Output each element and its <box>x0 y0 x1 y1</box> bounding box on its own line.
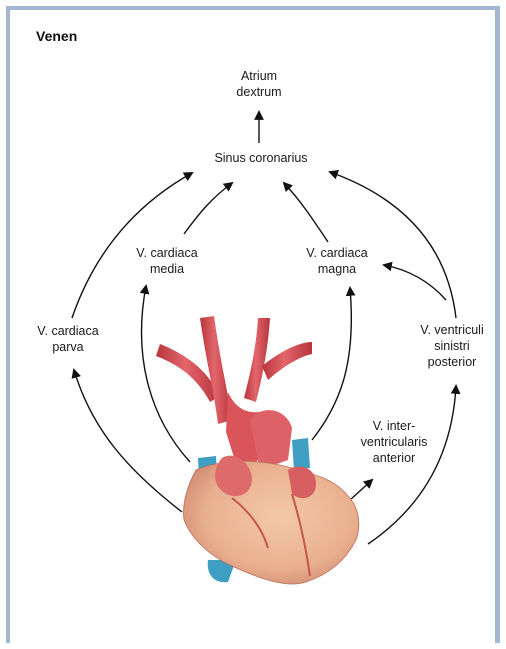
node-label-line: parva <box>37 339 98 355</box>
node-label-line: anterior <box>361 450 428 466</box>
node-v-cardiaca-parva: V. cardiaca parva <box>37 323 98 355</box>
node-v-cardiaca-magna: V. cardiaca magna <box>306 245 367 277</box>
node-atrium-dextrum: Atrium dextrum <box>236 68 281 100</box>
arrow-heart-to-magna <box>312 288 351 440</box>
node-label-line: V. cardiaca <box>37 323 98 339</box>
node-v-interventricularis-anterior: V. inter- ventricularis anterior <box>361 418 428 466</box>
node-label-line: V. cardiaca <box>136 245 197 261</box>
node-v-ventriculi-sinistri-posterior: V. ventriculi sinistri posterior <box>420 322 483 370</box>
arrow-media-to-sinus <box>184 183 232 234</box>
node-label-line: media <box>136 261 197 277</box>
node-label-line: dextrum <box>236 84 281 100</box>
node-label-line: sinistri <box>420 338 483 354</box>
node-label-line: Sinus coronarius <box>214 150 307 166</box>
arrow-magna-to-sinus <box>284 183 328 242</box>
arrow-heart-to-media <box>142 286 190 462</box>
node-label-line: V. ventriculi <box>420 322 483 338</box>
left-auricle <box>288 466 316 498</box>
diagram-title: Venen <box>36 28 77 44</box>
aortic-arch-branch-mid <box>200 316 232 424</box>
node-label-line: Atrium <box>236 68 281 84</box>
aortic-arch-branch-right <box>244 318 270 402</box>
node-label-line: posterior <box>420 354 483 370</box>
pulmonary-branch <box>262 342 312 380</box>
heart-illustration <box>156 316 359 584</box>
arrow-heart-to-parva <box>74 370 182 512</box>
node-label-line: ventricularis <box>361 434 428 450</box>
node-label-line: magna <box>306 261 367 277</box>
node-label-line: V. inter- <box>361 418 428 434</box>
pulmonary-vein <box>292 438 310 470</box>
arrow-posterior-to-magna <box>384 265 446 300</box>
node-label-line: V. cardiaca <box>306 245 367 261</box>
node-v-cardiaca-media: V. cardiaca media <box>136 245 197 277</box>
arrow-heart-to-inter <box>350 480 372 500</box>
node-sinus-coronarius: Sinus coronarius <box>214 150 307 166</box>
